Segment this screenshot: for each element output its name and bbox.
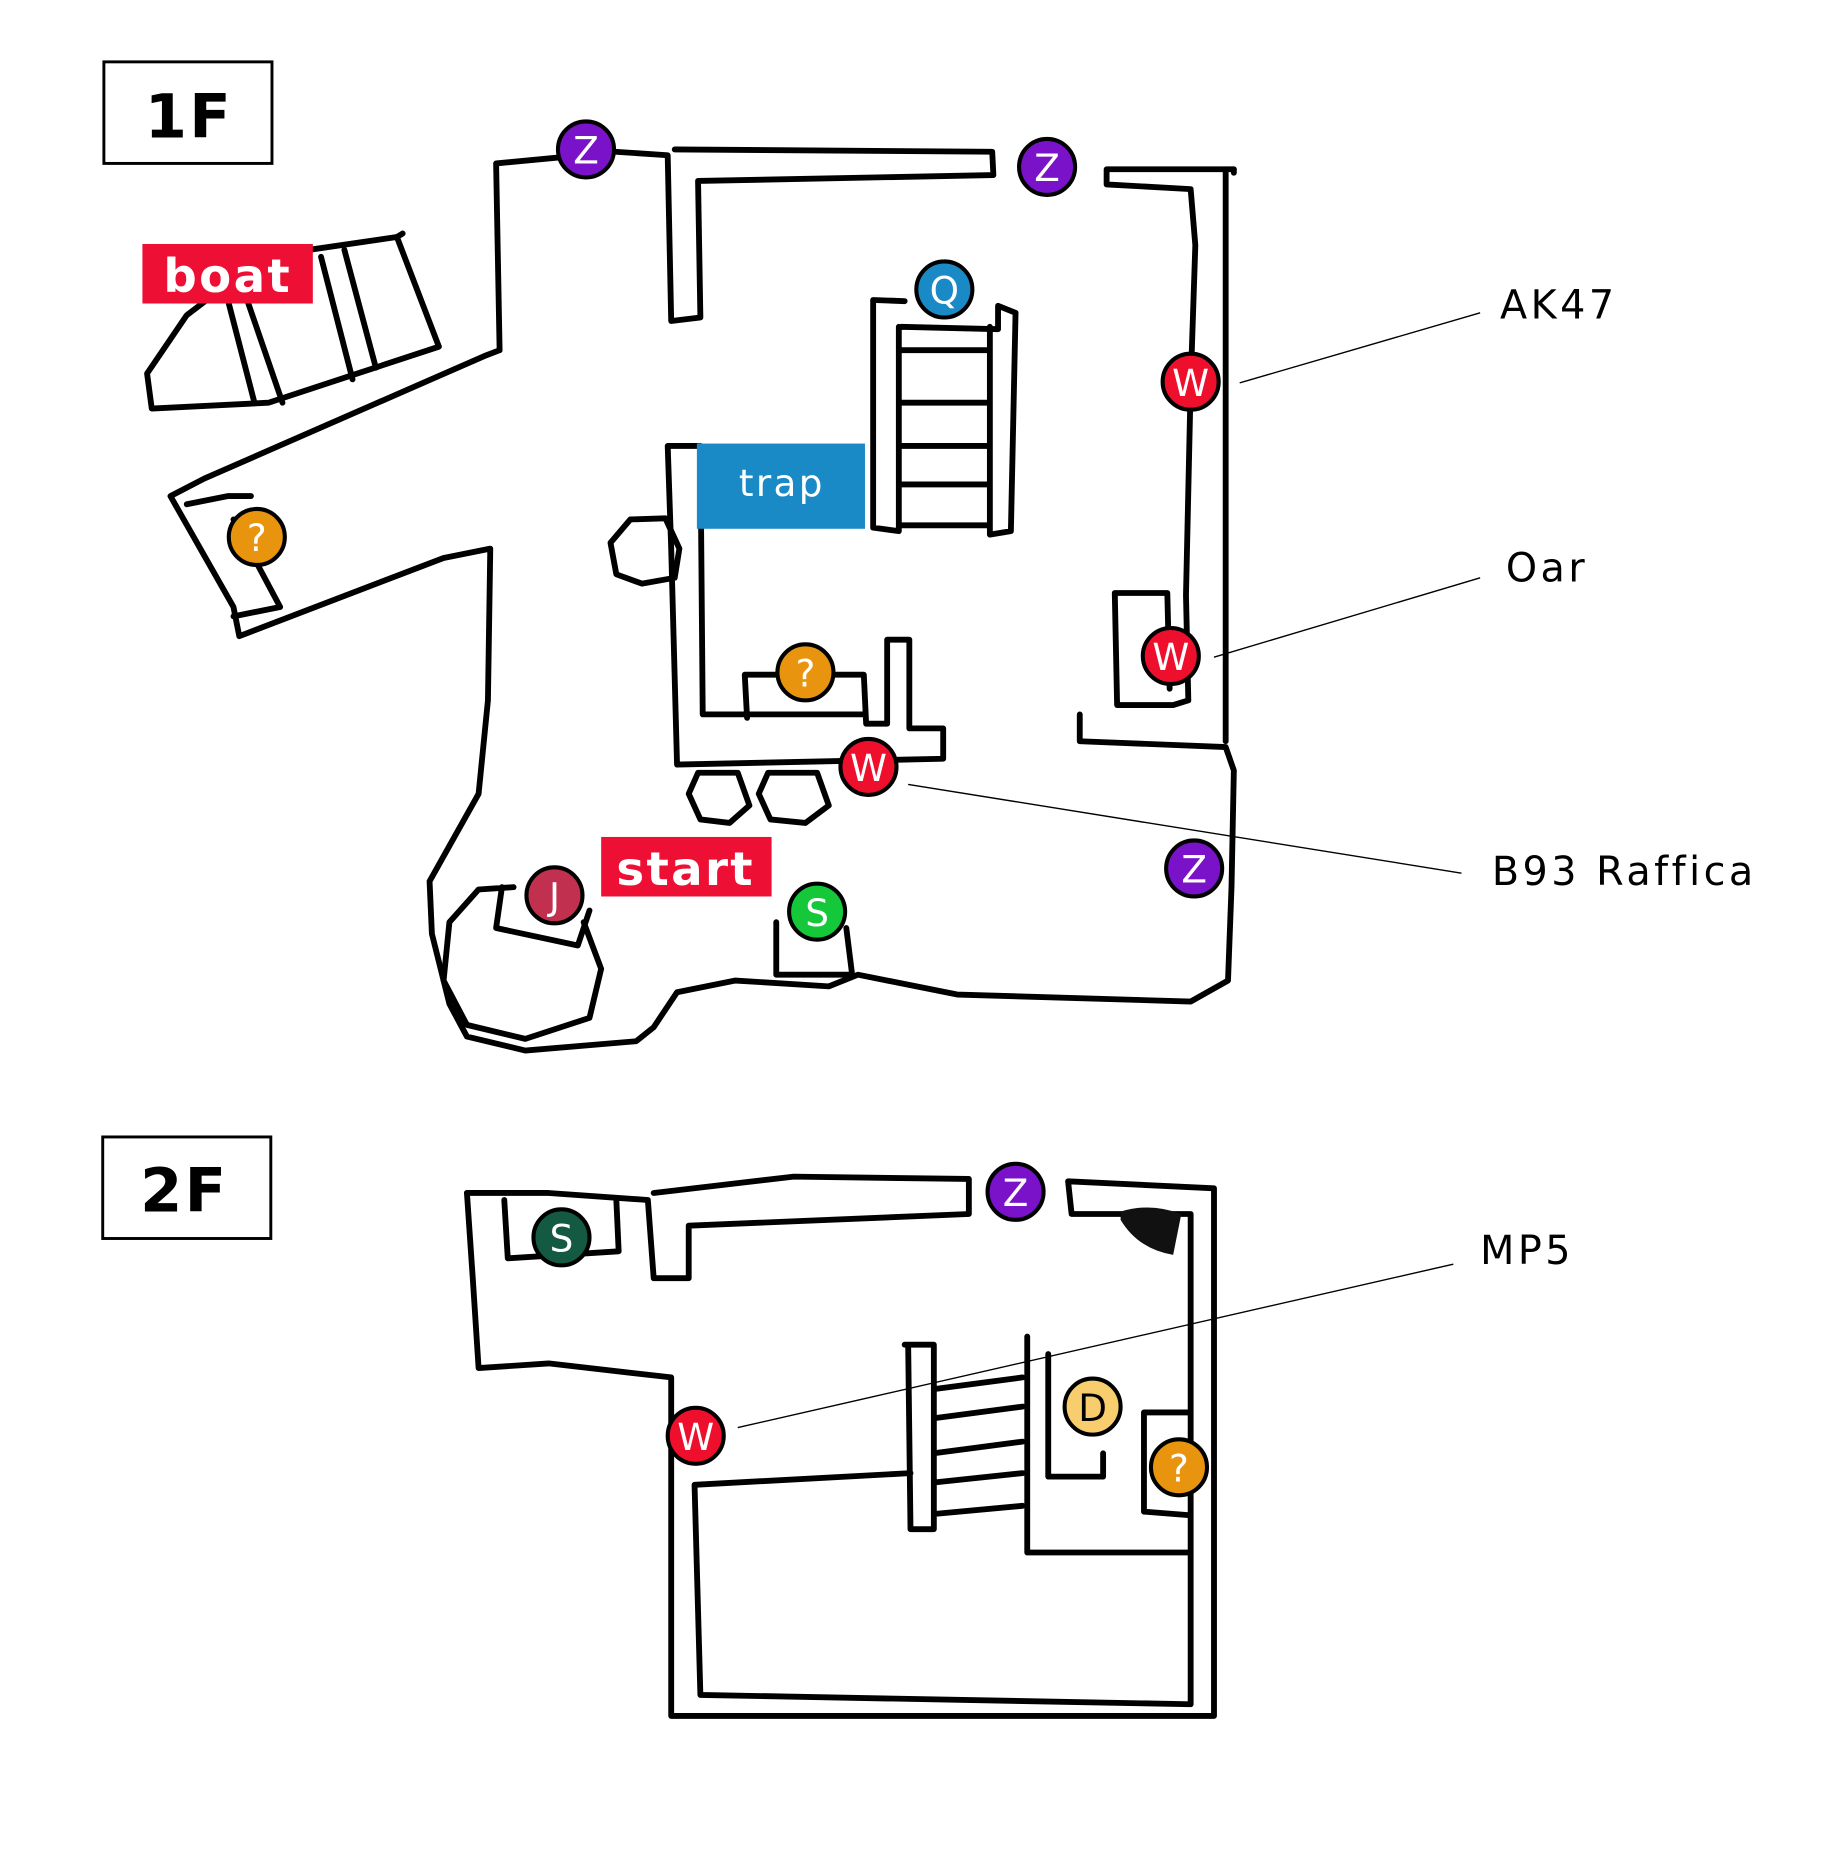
marker-circle [1148, 1437, 1210, 1498]
save-marker-icon[interactable]: S [531, 1207, 592, 1268]
mystery-box-marker-icon[interactable]: ? [1148, 1437, 1210, 1498]
floor-label-1f: 1F [102, 60, 274, 165]
zombie-marker-icon[interactable]: Z [1164, 838, 1225, 899]
floor-1f-leaders [908, 312, 1481, 874]
callout-ak47: AK47 [1500, 283, 1618, 329]
zombie-marker-icon[interactable]: Z [985, 1161, 1046, 1222]
callout-b93-raffica: B93 Raffica [1492, 849, 1757, 895]
zombie-marker-icon[interactable]: Z [555, 119, 617, 180]
weapon-marker-icon[interactable]: W [665, 1405, 726, 1466]
floor-1f-markers: Z Z Q W? W? W Z J S [226, 119, 1225, 942]
floor-2f-markers: S Z W D? [531, 1161, 1210, 1498]
marker-circle [914, 259, 975, 320]
marker-circle [531, 1207, 592, 1268]
perk-marker-icon[interactable]: J [524, 865, 585, 926]
callout-oar: Oar [1506, 545, 1588, 591]
marker-letter: S [550, 1217, 574, 1261]
mystery-box-marker-icon[interactable]: ? [775, 642, 836, 703]
start-tag-rect [601, 836, 772, 897]
floor-label-box [102, 60, 274, 165]
marker-letter: S [805, 891, 829, 935]
floor-label-2f: 2F [101, 1135, 273, 1240]
boat-tag-rect [142, 243, 313, 304]
callout-mp5: MP5 [1480, 1228, 1574, 1274]
boat-tag[interactable]: boat [142, 243, 313, 304]
marker-circle [1140, 625, 1201, 687]
marker-letter: W [850, 746, 887, 790]
marker-letter: W [1152, 635, 1189, 679]
marker-circle [985, 1161, 1046, 1222]
marker-letter: W [1172, 361, 1209, 405]
trap-zone-label: trap [739, 461, 825, 505]
leader-oar [1213, 577, 1481, 658]
marker-circle [665, 1405, 726, 1466]
marker-letter: Z [1003, 1171, 1029, 1215]
floor-2f-walls [464, 1173, 1217, 1719]
marker-letter: ? [1169, 1446, 1189, 1490]
marker-circle [226, 506, 287, 568]
floor-label-text: 1F [145, 83, 233, 153]
save-marker-icon[interactable]: S [787, 881, 848, 942]
marker-circle [787, 881, 848, 942]
weapon-marker-icon[interactable]: W [1140, 625, 1201, 687]
marker-letter: Z [573, 129, 599, 173]
marker-letter: Q [930, 269, 959, 313]
marker-circle [1017, 136, 1078, 197]
floor-label-text: 2F [140, 1157, 228, 1227]
marker-circle [555, 119, 617, 180]
zombie-marker-icon[interactable]: Z [1017, 136, 1078, 197]
quest-marker-icon[interactable]: Q [914, 259, 975, 320]
leader-ak47 [1239, 312, 1481, 384]
marker-circle [1160, 351, 1221, 412]
leader-b93-raffica [908, 783, 1462, 874]
trap-zone-rect [696, 443, 865, 529]
floor-1f-callouts: AK47 Oar B93 Raffica [1492, 283, 1757, 895]
marker-letter: Z [1034, 146, 1060, 190]
door-marker-icon[interactable]: D [1062, 1376, 1123, 1437]
marker-circle [1164, 838, 1225, 899]
marker-circle [838, 736, 899, 797]
marker-letter: ? [796, 652, 816, 696]
floor-1f-walls [144, 146, 1237, 1054]
boat-tag-label: boat [163, 250, 292, 304]
weapon-marker-icon[interactable]: W [1160, 351, 1221, 412]
weapon-marker-icon[interactable]: W [838, 736, 899, 797]
leader-mp5 [737, 1263, 1454, 1429]
marker-letter: D [1078, 1386, 1107, 1430]
marker-circle [775, 642, 836, 703]
mystery-box-marker-icon[interactable]: ? [226, 506, 287, 568]
marker-letter: ? [247, 516, 267, 560]
debris-scribble [1120, 1207, 1182, 1255]
floor-label-box [101, 1135, 273, 1240]
start-tag[interactable]: start [601, 836, 772, 897]
marker-circle [1062, 1376, 1123, 1437]
trap-zone[interactable]: trap [696, 443, 865, 529]
marker-letter: J [547, 874, 560, 918]
marker-letter: Z [1181, 848, 1207, 892]
marker-circle [524, 865, 585, 926]
marker-letter: W [677, 1415, 714, 1459]
start-tag-label: start [616, 843, 755, 897]
